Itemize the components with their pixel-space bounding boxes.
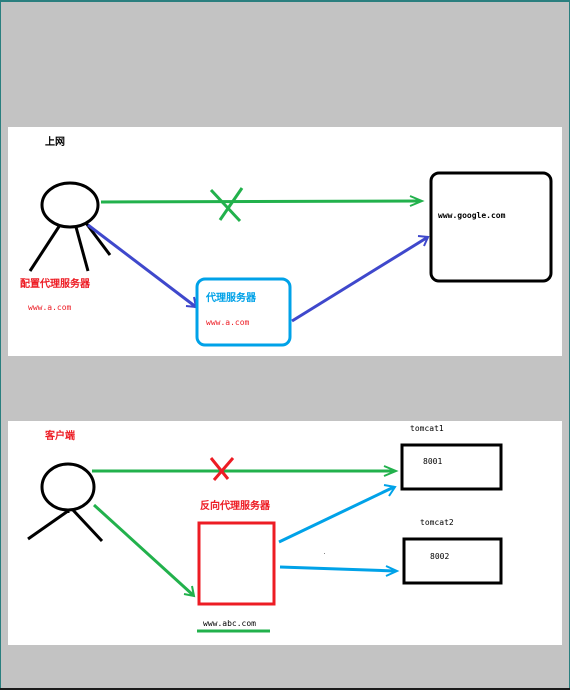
proxy-url-label: www.a.com (206, 318, 250, 327)
reverse-proxy-box (197, 521, 276, 606)
reverse-proxy-url-label: www.abc.com (203, 619, 256, 628)
client-right-leg (70, 507, 104, 543)
client-left-leg (27, 509, 69, 541)
proxy-server-label: 代理服务器 (206, 293, 256, 304)
direct-connection-arrowhead (383, 465, 399, 477)
proxy-server-box (195, 277, 292, 347)
reverse-proxy-label: 反向代理服务器 (200, 501, 270, 512)
forward-title: 上网 (45, 137, 65, 148)
client-proxy-config-label: 配置代理服务器 (20, 279, 90, 290)
tomcat2-name-label: tomcat2 (420, 518, 454, 527)
tomcat2-box (402, 537, 503, 585)
client-head (40, 181, 100, 229)
client-left-leg (28, 224, 62, 272)
client-to-proxy-arrowhead (183, 585, 196, 598)
target-url-label: www.google.com (438, 211, 506, 220)
window-left-border (0, 0, 1, 690)
window-top-border (0, 0, 570, 2)
direct-connection-line (100, 199, 421, 204)
direct-connection-arrowhead (409, 195, 425, 207)
client-right-leg (74, 226, 90, 272)
client-url-label: www.a.com (28, 303, 72, 312)
reverse-proxy-diagram (27, 443, 503, 633)
proxy-to-tomcat1-line (278, 485, 395, 544)
target-server-box (429, 171, 553, 283)
blocked-cross-line-a (209, 457, 230, 480)
client-head (40, 462, 96, 512)
client-to-proxy-line (92, 503, 195, 597)
proxy-to-tomcat2-line (279, 565, 396, 573)
blocked-cross-line-a (209, 188, 242, 223)
forward-proxy-panel: 上网 配置代理服务器 www.a.com 代理服务器 www.a.com www… (8, 127, 562, 356)
client-to-proxy-line (87, 223, 197, 309)
tomcat2-port-label: 8002 (430, 552, 450, 561)
blocked-cross-line-b (212, 457, 235, 481)
proxy-to-target-line (291, 235, 429, 323)
stray-dot (324, 553, 325, 554)
tomcat1-box (400, 443, 503, 491)
window-bottom-border (0, 688, 570, 690)
forward-proxy-diagram (28, 171, 553, 347)
proxy-to-tomcat2-arrowhead (385, 565, 400, 577)
proxy-to-target-arrowhead (417, 235, 430, 247)
tomcat1-name-label: tomcat1 (410, 424, 444, 433)
tomcat1-port-label: 8001 (423, 457, 443, 466)
reverse-proxy-panel: 客户端 反向代理服务器 www.abc.com tomcat1 8001 tom… (8, 421, 562, 645)
proxy-to-tomcat1-arrowhead (383, 484, 397, 497)
blocked-cross-line-b (218, 187, 244, 221)
client-label: 客户端 (45, 431, 75, 442)
